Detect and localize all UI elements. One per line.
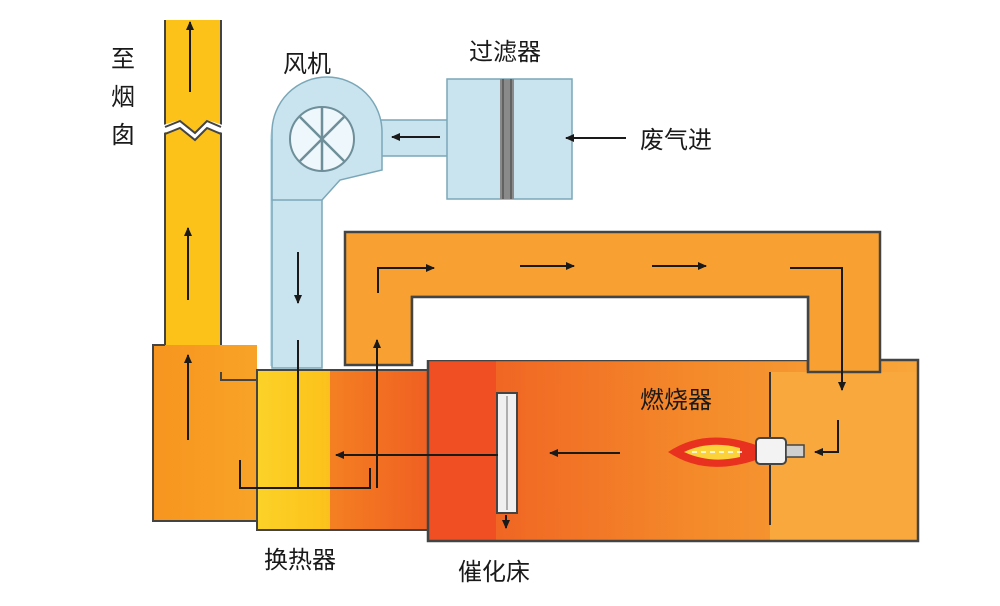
heat-exchanger-label: 换热器 [264,546,336,574]
flow-arrows [184,21,846,529]
chimney [160,20,226,372]
chimney-label: 至烟囱 [111,45,135,149]
exhaust-inlet-label: 废气进 [640,126,712,154]
heat-exchanger [256,369,434,531]
flow-arrow [814,420,839,456]
catalytic-bed-label: 催化床 [458,558,530,586]
filter-label: 过滤器 [469,38,541,66]
recirculation-duct [343,230,882,374]
fan [271,76,383,201]
burner [668,437,805,467]
outlet-duct [152,344,257,522]
flow-arrow [377,264,435,293]
burner-label: 燃烧器 [640,386,712,414]
catalytic-bed [496,392,518,514]
fan-label: 风机 [283,50,331,78]
flow-arrow [297,340,335,489]
filter [446,78,573,200]
flow-arrow [790,267,846,391]
